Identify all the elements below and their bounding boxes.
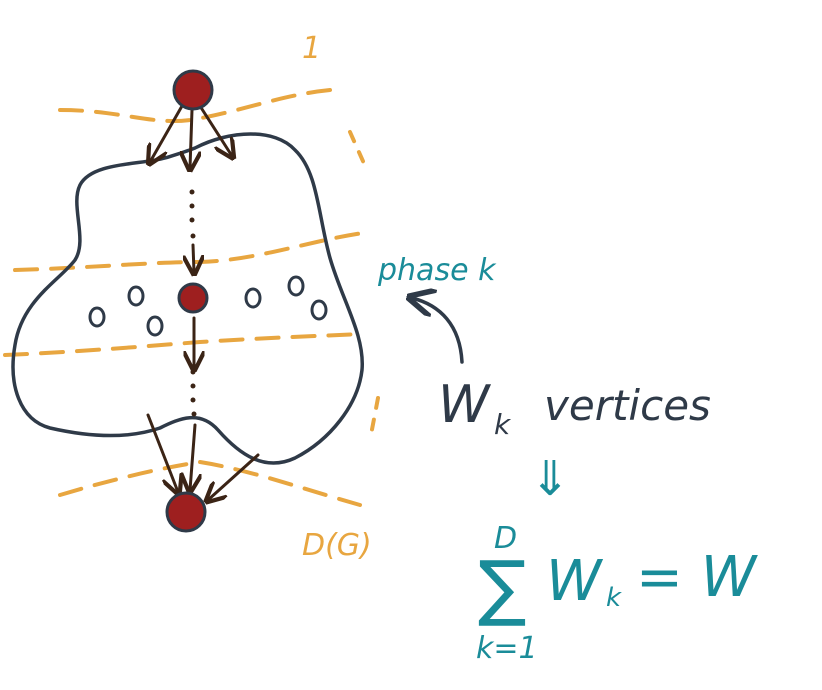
implies-arrow: ⇓	[530, 451, 570, 507]
vertex	[287, 275, 305, 297]
arrow-sink-right	[208, 453, 260, 500]
vertices-word: vertices	[544, 381, 711, 430]
sum-term-subscript: k	[606, 583, 622, 613]
phase-k-node	[177, 282, 209, 314]
sum-lower-limit: k=1	[476, 631, 538, 666]
arrow-sink-left	[146, 413, 178, 492]
phase-k-vertices	[88, 275, 328, 337]
arrow-into-phase-k	[193, 243, 194, 272]
sum-term: W	[546, 549, 604, 614]
phase-line-right-bottom	[368, 396, 380, 442]
arrows-from-source	[150, 104, 232, 168]
phase-label-bottom: D(G)	[302, 528, 372, 563]
sum-upper-limit: D	[494, 521, 517, 556]
vertex	[127, 285, 145, 307]
graph-outline	[11, 132, 364, 465]
phase-k-label: phase k	[377, 253, 497, 288]
dotted-path	[189, 189, 197, 417]
sum-equals-w: = W	[636, 545, 759, 610]
phase-line-top	[58, 88, 332, 123]
phase-line-bottom	[58, 459, 362, 507]
arrow-source-mid	[190, 108, 192, 168]
vertex	[310, 299, 328, 321]
vertex	[146, 315, 164, 337]
vertex	[244, 287, 262, 309]
phase-line-right-top	[348, 130, 368, 170]
arrow-source-right	[198, 104, 232, 156]
arrow-sink-mid	[190, 423, 195, 490]
phase-line-k-lower	[3, 332, 362, 357]
arrows-middle	[146, 243, 260, 500]
vertices-count-subscript: k	[494, 408, 512, 441]
sink-node	[165, 491, 207, 533]
vertices-count-label: W	[438, 375, 492, 435]
source-node	[172, 69, 214, 111]
arrow-source-left	[150, 104, 184, 162]
annotation-arrow	[412, 298, 464, 364]
vertex	[88, 306, 106, 328]
sum-symbol: ∑	[478, 545, 527, 629]
phase-label-top: 1	[302, 31, 321, 66]
